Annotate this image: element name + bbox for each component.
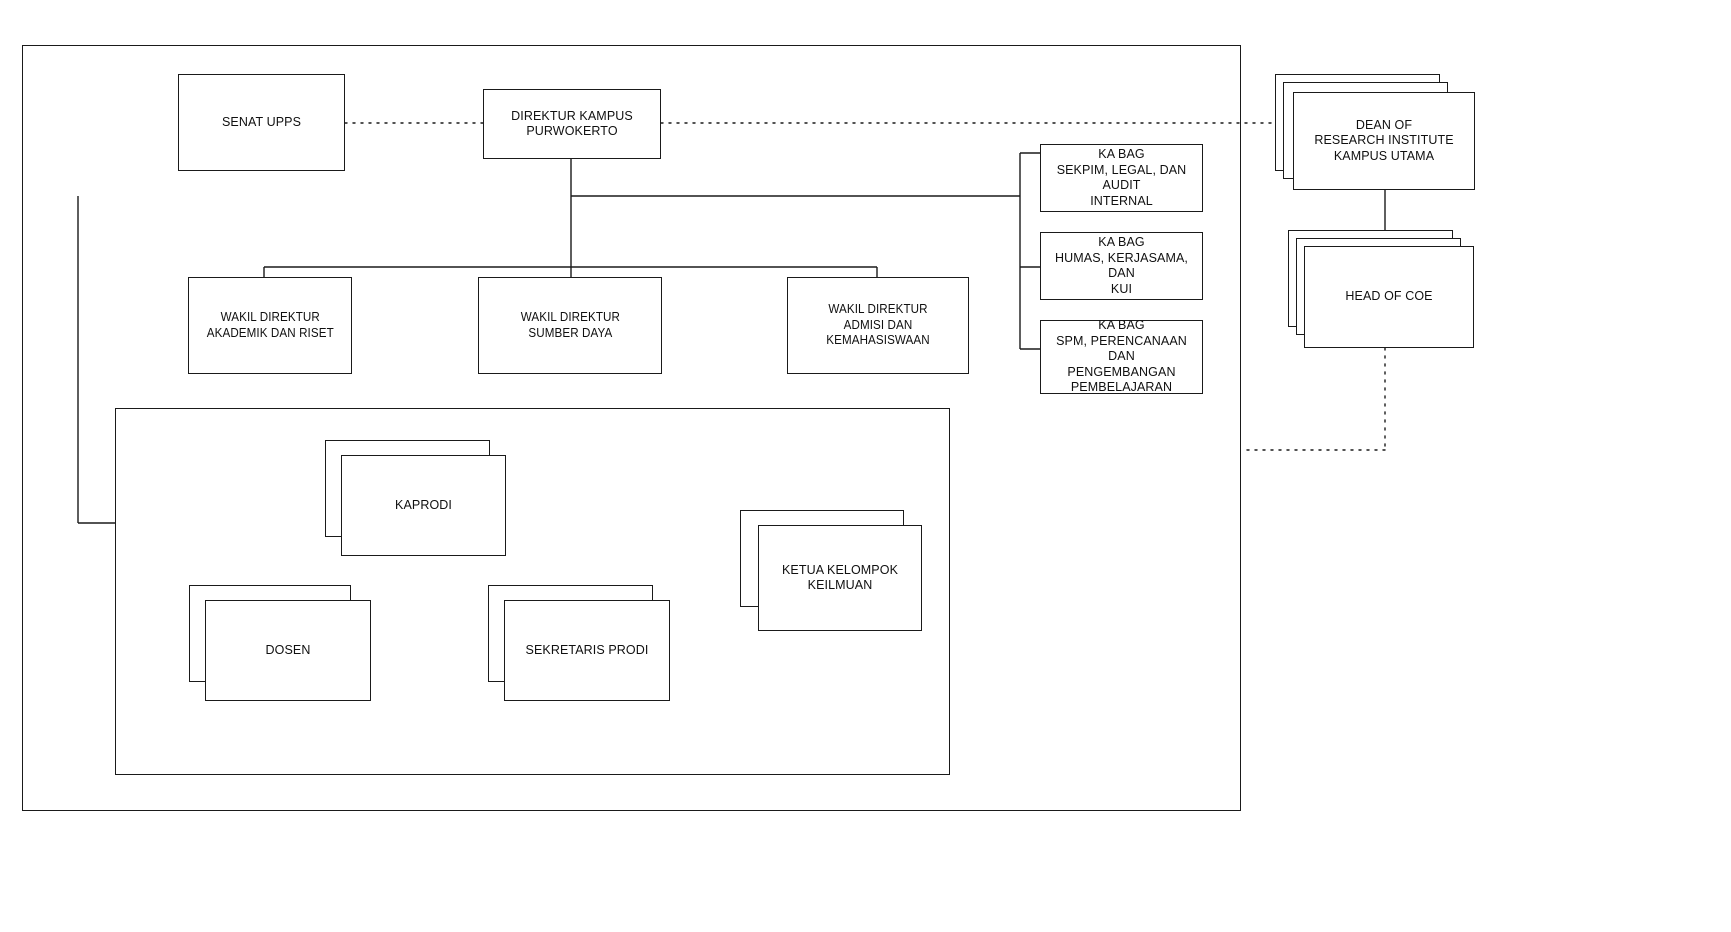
node-wakil-direktur-sumber-daya[interactable]: WAKIL DIREKTUR SUMBER DAYA (478, 277, 662, 374)
node-sekretaris-prodi-label: SEKRETARIS PRODI (525, 642, 649, 657)
node-kabag-sekpim[interactable]: KA BAG SEKPIM, LEGAL, DAN AUDIT INTERNAL (1040, 144, 1203, 212)
node-ketua-kelompok-keilmuan[interactable]: KETUA KELOMPOK KEILMUAN (758, 525, 922, 631)
node-kabag-sekpim-label: KA BAG SEKPIM, LEGAL, DAN AUDIT INTERNAL (1056, 147, 1187, 208)
node-kaprodi-label: KAPRODI (395, 497, 452, 512)
node-kabag-spm-label: KA BAG SPM, PERENCANAAN DAN PENGEMBANGAN… (1056, 318, 1187, 395)
node-head-of-coe[interactable]: HEAD OF COE (1304, 246, 1474, 348)
node-head-of-coe-label: HEAD OF COE (1345, 289, 1433, 304)
node-direktur-kampus[interactable]: DIREKTUR KAMPUS PURWOKERTO (483, 89, 661, 159)
node-senat-upps-label: SENAT UPPS (221, 114, 302, 129)
node-ketua-kelompok-keilmuan-label: KETUA KELOMPOK KEILMUAN (781, 562, 899, 593)
node-senat-upps[interactable]: SENAT UPPS (178, 74, 345, 171)
node-direktur-kampus-label: DIREKTUR KAMPUS PURWOKERTO (511, 108, 633, 139)
node-wakil-direktur-admisi-label: WAKIL DIREKTUR ADMISI DAN KEMAHASISWAAN (826, 302, 930, 348)
node-kabag-spm[interactable]: KA BAG SPM, PERENCANAAN DAN PENGEMBANGAN… (1040, 318, 1203, 395)
node-wakil-direktur-akademik-label: WAKIL DIREKTUR AKADEMIK DAN RISET (206, 310, 334, 340)
node-wakil-direktur-sumber-daya-label: WAKIL DIREKTUR SUMBER DAYA (520, 310, 620, 340)
node-dosen-label: DOSEN (265, 642, 311, 657)
node-kabag-humas[interactable]: KA BAG HUMAS, KERJASAMA, DAN KUI (1040, 232, 1203, 300)
node-kaprodi[interactable]: KAPRODI (341, 455, 506, 556)
node-wakil-direktur-admisi[interactable]: WAKIL DIREKTUR ADMISI DAN KEMAHASISWAAN (787, 277, 969, 374)
node-dosen[interactable]: DOSEN (205, 600, 371, 701)
node-sekretaris-prodi[interactable]: SEKRETARIS PRODI (504, 600, 670, 701)
campus-boundary-frame (22, 45, 1241, 811)
node-kabag-humas-label: KA BAG HUMAS, KERJASAMA, DAN KUI (1055, 235, 1188, 296)
node-dean-research-institute[interactable]: DEAN OF RESEARCH INSTITUTE KAMPUS UTAMA (1293, 92, 1475, 190)
node-dean-research-institute-label: DEAN OF RESEARCH INSTITUTE KAMPUS UTAMA (1314, 117, 1454, 163)
node-wakil-direktur-akademik[interactable]: WAKIL DIREKTUR AKADEMIK DAN RISET (188, 277, 352, 374)
